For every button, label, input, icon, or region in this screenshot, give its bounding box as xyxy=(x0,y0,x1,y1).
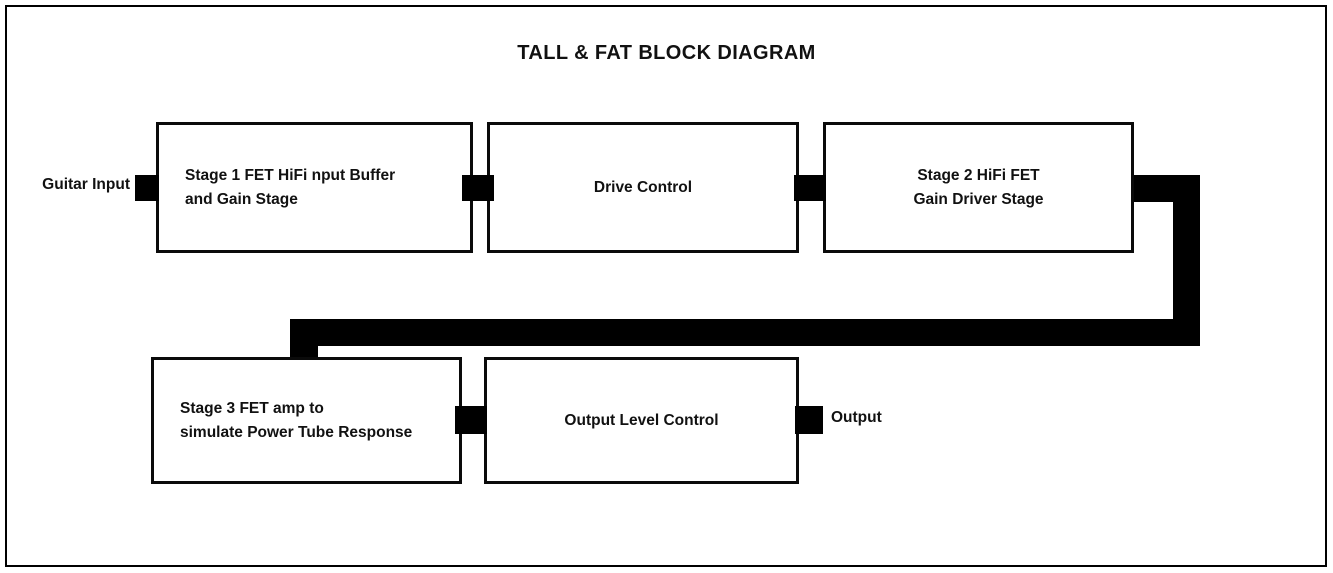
block-stage2-label: Stage 2 HiFi FET Gain Driver Stage xyxy=(913,167,1044,208)
guitar-input-label: Guitar Input xyxy=(42,176,130,193)
connector-drive-to-stage2 xyxy=(794,175,826,201)
diagram-border-frame xyxy=(5,5,1327,567)
connector-input-to-stage1 xyxy=(135,175,159,201)
wire-bus-vertical-right xyxy=(1173,175,1200,346)
block-drive-control[interactable]: Drive Control xyxy=(487,122,799,253)
output-label: Output xyxy=(831,409,882,426)
block-output-level-control[interactable]: Output Level Control xyxy=(484,357,799,484)
wire-bus-horizontal-return xyxy=(290,319,1200,346)
diagram-title: TALL & FAT BLOCK DIAGRAM xyxy=(517,42,816,64)
connector-stage3-to-output-level xyxy=(455,406,487,434)
connector-output-level-to-output xyxy=(795,406,823,434)
block-stage3-label: Stage 3 FET amp to simulate Power Tube R… xyxy=(180,400,413,441)
block-output-level-control-label: Output Level Control xyxy=(564,411,719,429)
block-stage1-fet-hifi-input-buffer[interactable]: Stage 1 FET HiFi nput Buffer and Gain St… xyxy=(156,122,473,253)
block-stage1-label: Stage 1 FET HiFi nput Buffer and Gain St… xyxy=(185,167,396,208)
block-drive-control-label: Drive Control xyxy=(593,178,693,196)
block-stage2-hifi-fet-gain-driver[interactable]: Stage 2 HiFi FET Gain Driver Stage xyxy=(823,122,1134,253)
wire-bus-vertical-into-stage3 xyxy=(290,319,318,359)
connector-stage1-to-drive xyxy=(462,175,494,201)
block-stage3-fet-power-tube-sim[interactable]: Stage 3 FET amp to simulate Power Tube R… xyxy=(151,357,462,484)
